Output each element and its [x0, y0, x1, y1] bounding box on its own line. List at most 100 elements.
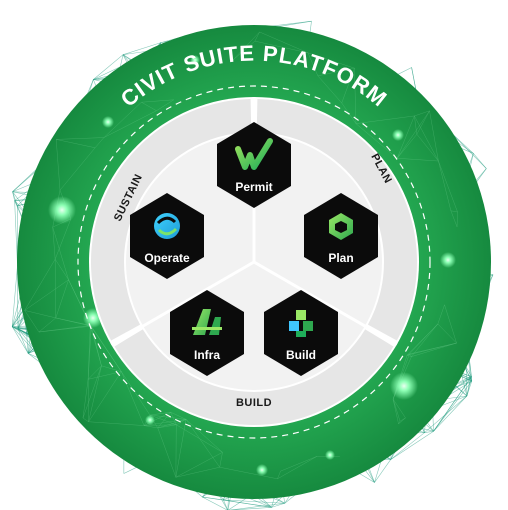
glow-node	[325, 450, 335, 460]
mesh-line	[82, 417, 89, 422]
glow-node	[190, 55, 200, 65]
mesh-line	[444, 304, 457, 344]
glow-node	[102, 116, 114, 128]
mesh-line	[38, 317, 56, 333]
sector-divider	[110, 260, 255, 346]
mesh-line	[277, 471, 281, 479]
mesh-line	[433, 376, 472, 432]
mesh-line	[185, 419, 223, 453]
mesh-line	[219, 466, 278, 480]
mesh-line	[280, 456, 318, 472]
mesh-line	[156, 99, 174, 111]
mesh-line	[52, 227, 56, 260]
module-permit[interactable]: Permit	[217, 122, 291, 208]
glow-node	[392, 129, 404, 141]
mesh-line	[149, 411, 171, 416]
mesh-line	[54, 259, 57, 318]
mesh-line	[277, 456, 318, 480]
mesh-line	[94, 137, 105, 148]
mesh-line	[231, 40, 256, 62]
mesh-line	[409, 353, 412, 357]
mesh-line	[149, 414, 187, 420]
mesh-line	[406, 323, 439, 356]
mesh-line	[157, 412, 171, 429]
sector-label-build: BUILD	[236, 397, 272, 409]
glow-node	[256, 464, 268, 476]
module-label-operate: Operate	[144, 251, 190, 265]
mesh-line	[414, 110, 430, 117]
mesh-line	[175, 419, 187, 478]
mesh-line	[398, 417, 406, 425]
mesh-line	[450, 210, 458, 213]
mesh-line	[55, 317, 91, 326]
mesh-line	[88, 371, 122, 380]
glow-node	[48, 196, 76, 224]
mesh-line	[397, 158, 439, 162]
mesh-line	[12, 191, 15, 201]
mesh-line	[374, 459, 392, 483]
mesh-line	[91, 326, 102, 366]
mesh-line	[392, 399, 401, 422]
permit-check-icon	[235, 138, 273, 170]
mesh-line	[355, 115, 415, 124]
mesh-line	[52, 227, 69, 280]
mesh-line	[11, 265, 18, 327]
mesh-line	[88, 365, 102, 422]
mesh-line	[103, 102, 142, 138]
module-build[interactable]: Build	[264, 290, 338, 376]
mesh-line	[438, 160, 452, 211]
module-label-build: Build	[286, 348, 316, 362]
mesh-line	[93, 54, 124, 80]
glow-node	[145, 415, 155, 425]
mesh-line	[392, 399, 399, 424]
mesh-line	[202, 496, 224, 501]
mesh-line	[259, 31, 309, 54]
mesh-line	[11, 326, 29, 354]
mesh-line	[450, 210, 458, 227]
mesh-line	[396, 134, 418, 159]
dashed-circle	[77, 85, 431, 439]
mesh-line	[56, 139, 96, 149]
mesh-line	[170, 412, 177, 425]
mesh-line	[14, 200, 18, 266]
mesh-line	[157, 427, 177, 478]
mesh-line	[223, 499, 285, 504]
mesh-line	[185, 419, 220, 468]
mesh-line	[55, 279, 69, 319]
module-label-plan: Plan	[328, 251, 353, 265]
mesh-line	[82, 379, 89, 419]
module-plan[interactable]: Plan	[304, 193, 378, 279]
mesh-line	[149, 414, 177, 425]
mesh-line	[231, 31, 260, 62]
mesh-line	[24, 259, 56, 311]
mesh-line	[56, 137, 104, 140]
mesh-line	[341, 68, 355, 104]
mesh-line	[354, 68, 357, 124]
module-operate[interactable]: Operate	[130, 193, 204, 279]
mesh-line	[101, 365, 122, 372]
mesh-line	[87, 365, 102, 380]
mesh-line	[176, 419, 187, 425]
mesh-line	[55, 139, 61, 191]
mesh-line	[254, 40, 309, 54]
mesh-line	[398, 421, 401, 425]
module-infra[interactable]: Infra	[170, 290, 244, 376]
mesh-line	[144, 425, 158, 429]
mesh-line	[202, 496, 228, 510]
mesh-line	[416, 134, 439, 162]
mesh-line	[424, 430, 434, 433]
sector-arc	[91, 99, 252, 341]
plan-cube-icon	[329, 213, 353, 240]
infra-road-icon	[192, 309, 222, 335]
mesh-line	[82, 365, 102, 419]
mesh-line	[390, 430, 434, 460]
mesh-line	[228, 502, 285, 510]
mesh-line	[406, 354, 412, 357]
mesh-line	[141, 102, 157, 111]
mesh-line	[176, 424, 223, 453]
mesh-line	[89, 325, 102, 366]
mesh-line	[219, 452, 223, 468]
mesh-line	[122, 42, 161, 55]
sector-arc	[114, 329, 394, 425]
